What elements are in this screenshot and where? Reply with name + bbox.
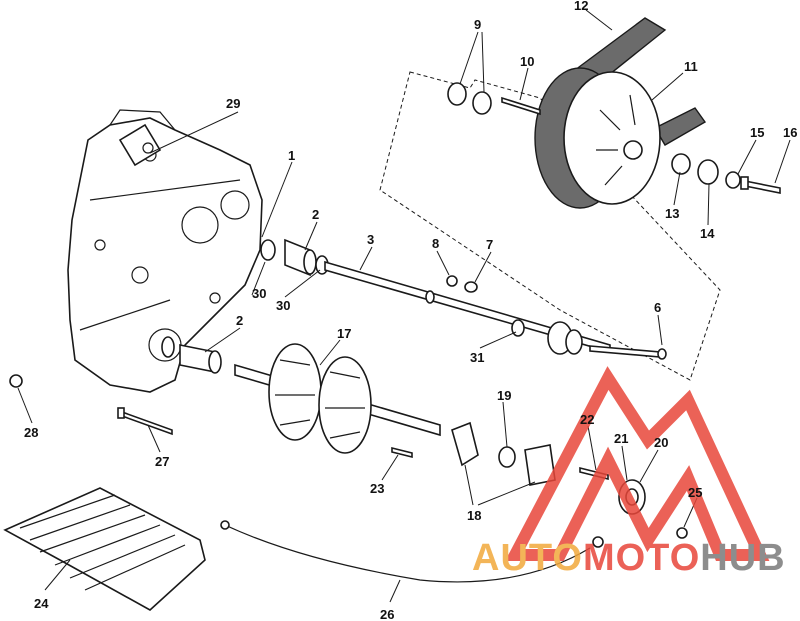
track-plate — [3, 487, 206, 611]
callout-12: 12 — [574, 0, 588, 13]
shaft-collar — [425, 290, 435, 304]
speedometer-cable — [224, 524, 591, 583]
washer-9a — [447, 82, 467, 106]
bearing-19 — [498, 446, 516, 468]
callout-6: 6 — [654, 300, 661, 315]
washer-7 — [464, 281, 478, 293]
spacer-13 — [671, 153, 691, 175]
callout-22: 22 — [580, 412, 594, 427]
callout-15: 15 — [750, 125, 764, 140]
bolt-23 — [391, 446, 413, 459]
bolt-27 — [121, 410, 173, 436]
shaft-pulley — [547, 321, 583, 355]
callout-labels: 1 2 3 8 7 9 10 12 11 13 14 15 16 6 31 17… — [24, 0, 797, 621]
pin-10 — [501, 96, 541, 116]
callout-18: 18 — [467, 508, 481, 523]
bolt-6 — [589, 345, 661, 358]
callout-3: 3 — [367, 232, 374, 247]
watermark-text-hub: HUB — [700, 537, 785, 579]
track-sprocket-a — [268, 343, 322, 441]
callout-19: 19 — [497, 388, 511, 403]
belt-enclosure-outline — [379, 71, 721, 381]
bearing-lower — [179, 344, 222, 374]
callout-2-lower: 2 — [236, 313, 243, 328]
gearcase-housing — [67, 109, 263, 393]
callout-25: 25 — [688, 485, 702, 500]
driven-pulley — [534, 67, 661, 209]
callout-14: 14 — [700, 226, 715, 241]
callout-11: 11 — [684, 59, 698, 74]
callout-1: 1 — [288, 148, 295, 163]
washer-15 — [725, 171, 741, 189]
watermark-text-auto: AUTO — [472, 537, 583, 579]
callout-21: 21 — [614, 431, 628, 446]
callout-31: 31 — [470, 350, 484, 365]
watermark-logo-triangle — [505, 366, 770, 561]
callout-30-a: 30 — [252, 286, 266, 301]
oil-seal-lower — [161, 336, 175, 358]
callout-28: 28 — [24, 425, 38, 440]
bearing-upper — [284, 238, 317, 277]
callout-10: 10 — [520, 54, 534, 69]
callout-30-b: 30 — [276, 298, 290, 313]
callout-20: 20 — [654, 435, 668, 450]
nut-8 — [446, 275, 458, 287]
callout-24: 24 — [34, 596, 49, 611]
callout-23: 23 — [370, 481, 384, 496]
washer-14 — [697, 159, 719, 185]
callout-9: 9 — [474, 17, 481, 32]
callout-2-upper: 2 — [312, 207, 319, 222]
bracket-29 — [118, 123, 162, 167]
leader-lines — [17, 9, 791, 603]
spacer-31 — [511, 319, 525, 337]
callout-7: 7 — [486, 237, 493, 252]
callout-16: 16 — [783, 125, 797, 140]
callout-17: 17 — [337, 326, 351, 341]
callout-29: 29 — [226, 96, 240, 111]
drive-belt-lower — [654, 107, 707, 146]
callout-13: 13 — [665, 206, 679, 221]
callout-27: 27 — [155, 454, 169, 469]
callout-8: 8 — [432, 236, 439, 251]
watermark-text-moto: MOTO — [583, 537, 700, 579]
callout-26: 26 — [380, 607, 394, 621]
oil-seal-upper — [260, 239, 276, 261]
nut-28 — [9, 374, 23, 388]
flange-plate-a — [451, 421, 479, 467]
track-sprocket-b — [318, 356, 372, 454]
automotohub-watermark: AUTOMOTOHUB — [472, 366, 786, 579]
nut-25 — [676, 527, 688, 539]
washer-9b — [472, 91, 492, 115]
svg-text:AUTOMOTOHUB: AUTOMOTOHUB — [472, 537, 786, 579]
